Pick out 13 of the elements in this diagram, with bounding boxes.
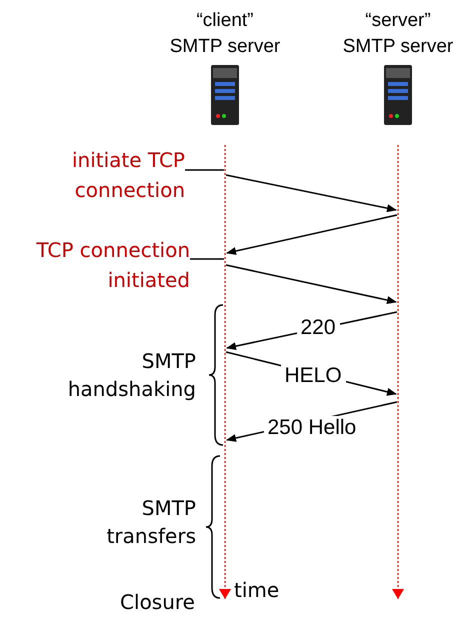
leader-line <box>185 169 224 171</box>
host-label: “server” SMTP server <box>342 9 454 59</box>
annotation-text: TCP connection initiated <box>35 237 190 294</box>
phase-label: SMTP transfers <box>106 495 196 550</box>
message-arrow <box>226 264 397 304</box>
host-label: “client” SMTP server <box>168 9 282 59</box>
message-arrow <box>226 174 397 212</box>
phase-label: Closure <box>119 589 195 616</box>
message-arrow <box>226 214 398 255</box>
axis-label: time <box>234 577 280 604</box>
leader-line <box>190 258 224 260</box>
phase-label: SMTP handshaking <box>66 348 196 403</box>
annotation-text: initiate TCP connection <box>70 147 185 204</box>
